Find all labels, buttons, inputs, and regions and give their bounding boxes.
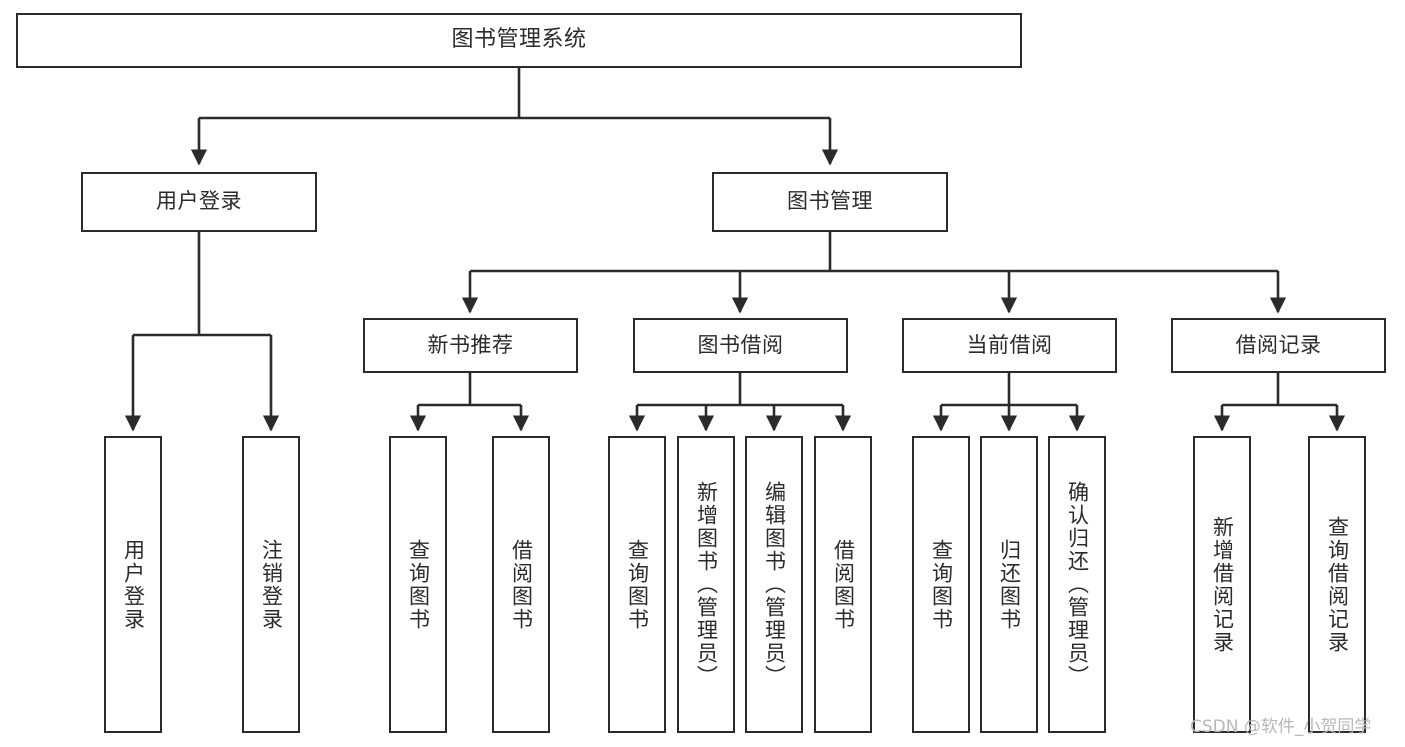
node-label: 注销登录	[259, 538, 284, 631]
node-label: 用户登录	[121, 538, 146, 631]
leaf-user-login-logout[interactable]: 注销登录	[242, 436, 300, 733]
node-label: 查询图书	[929, 538, 954, 631]
leaf-user-login-login[interactable]: 用户登录	[104, 436, 162, 733]
leaf-new-book-borrow[interactable]: 借阅图书	[492, 436, 550, 733]
node-label: 新增图书（管理员）	[694, 481, 719, 688]
leaf-new-book-query[interactable]: 查询图书	[389, 436, 447, 733]
node-label: 借阅记录	[1235, 332, 1322, 357]
node-label: 图书管理系统	[451, 27, 587, 53]
node-label: 图书借阅	[697, 332, 784, 357]
node-user-login[interactable]: 用户登录	[81, 172, 317, 232]
node-root-system[interactable]: 图书管理系统	[16, 13, 1022, 68]
leaf-current-borrow-return[interactable]: 归还图书	[980, 436, 1038, 733]
node-label: 编辑图书（管理员）	[762, 481, 787, 688]
node-label: 查询图书	[406, 538, 431, 631]
node-label: 新增借阅记录	[1210, 515, 1235, 654]
csdn-watermark: CSDN @软件_小贺同学	[1190, 717, 1372, 737]
leaf-book-borrow-lend[interactable]: 借阅图书	[814, 436, 872, 733]
leaf-book-borrow-query[interactable]: 查询图书	[608, 436, 666, 733]
node-label: 查询图书	[625, 538, 650, 631]
leaf-current-borrow-confirm-return[interactable]: 确认归还（管理员）	[1048, 436, 1106, 733]
node-borrow-record[interactable]: 借阅记录	[1171, 318, 1386, 373]
node-label: 新书推荐	[427, 332, 514, 357]
leaf-current-borrow-query[interactable]: 查询图书	[912, 436, 970, 733]
node-label: 借阅图书	[509, 538, 534, 631]
node-new-book-recommendation[interactable]: 新书推荐	[363, 318, 578, 373]
leaf-book-borrow-edit[interactable]: 编辑图书（管理员）	[745, 436, 803, 733]
node-label: 查询借阅记录	[1325, 515, 1350, 654]
leaf-borrow-record-query[interactable]: 查询借阅记录	[1308, 436, 1366, 733]
node-label: 归还图书	[997, 538, 1022, 631]
node-label: 确认归还（管理员）	[1065, 481, 1090, 688]
node-label: 图书管理	[787, 189, 873, 214]
leaf-borrow-record-add[interactable]: 新增借阅记录	[1193, 436, 1251, 733]
node-book-borrow[interactable]: 图书借阅	[633, 318, 848, 373]
node-label: 用户登录	[156, 189, 242, 214]
leaf-book-borrow-add[interactable]: 新增图书（管理员）	[677, 436, 735, 733]
node-current-borrow[interactable]: 当前借阅	[902, 318, 1117, 373]
node-label: 借阅图书	[831, 538, 856, 631]
node-label: 当前借阅	[966, 332, 1053, 357]
node-book-manage[interactable]: 图书管理	[712, 172, 948, 232]
